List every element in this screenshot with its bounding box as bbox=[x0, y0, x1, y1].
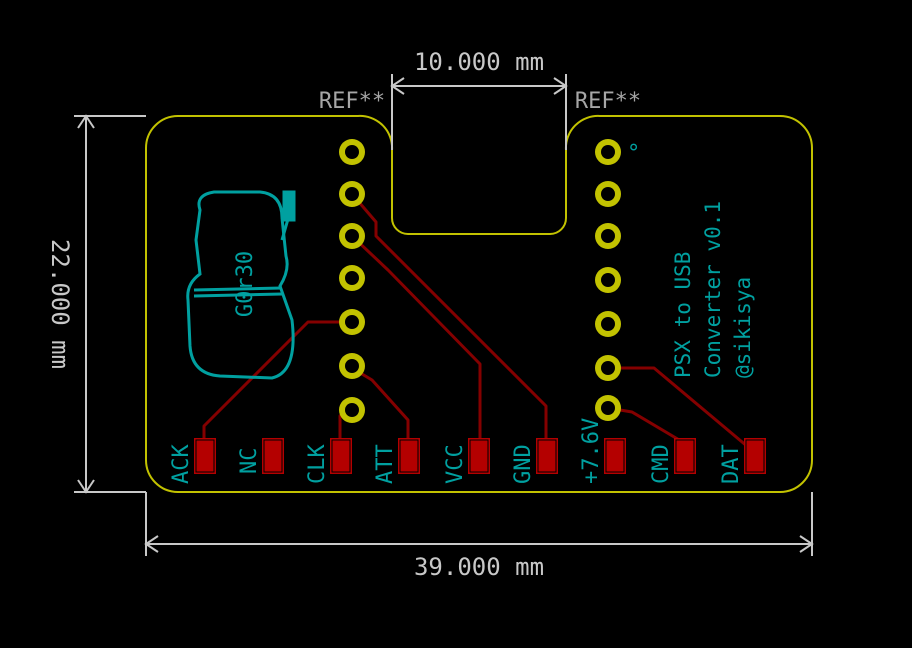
dimension-width-label: 39.000 mm bbox=[414, 553, 544, 581]
ref-designator-left: REF** bbox=[319, 89, 385, 114]
pad-nc bbox=[262, 438, 284, 474]
board-text-line2: Converter v0.1 bbox=[701, 201, 725, 378]
board-description: PSX to USB Converter v0.1 @sikisya bbox=[671, 201, 755, 378]
dimension-height bbox=[74, 114, 146, 494]
dimension-cutout-width bbox=[390, 74, 568, 150]
cable-logo-drawing bbox=[186, 190, 296, 380]
through-hole bbox=[595, 355, 621, 381]
trace-dat bbox=[608, 366, 755, 454]
pad-label-clk: CLK bbox=[305, 444, 330, 484]
through-hole bbox=[339, 223, 365, 249]
pin1-marker: ° bbox=[627, 141, 640, 166]
pad-label-att: ATT bbox=[373, 444, 398, 484]
through-hole bbox=[595, 181, 621, 207]
through-hole bbox=[595, 395, 621, 421]
through-hole bbox=[339, 181, 365, 207]
through-hole bbox=[339, 309, 365, 335]
through-hole bbox=[595, 223, 621, 249]
pad-label-ack: ACK bbox=[169, 444, 194, 484]
pad-7v6 bbox=[604, 438, 626, 474]
pad-dat bbox=[744, 438, 766, 474]
through-hole bbox=[339, 265, 365, 291]
dimension-height-label: 22.000 mm bbox=[46, 239, 74, 369]
smd-pads bbox=[194, 438, 766, 474]
pad-gnd bbox=[536, 438, 558, 474]
dimension-cutout-label: 10.000 mm bbox=[414, 48, 544, 76]
board-text-line1: PSX to USB bbox=[671, 252, 695, 378]
pad-att bbox=[398, 438, 420, 474]
trace-vcc bbox=[350, 234, 482, 452]
ref-designator-right: REF** bbox=[575, 89, 641, 114]
pad-label-gnd: GND bbox=[511, 444, 536, 484]
board-text-line3: @sikisya bbox=[731, 277, 755, 378]
pad-label-7v6: +7.6V bbox=[579, 418, 604, 484]
through-hole bbox=[595, 267, 621, 293]
through-hole bbox=[595, 139, 621, 165]
pad-label-cmd: CMD bbox=[649, 444, 674, 484]
pad-label-nc: NC bbox=[237, 448, 262, 475]
board-edge-outline bbox=[145, 114, 813, 493]
pad-label-vcc: VCC bbox=[443, 444, 468, 484]
pad-cmd bbox=[674, 438, 696, 474]
through-hole bbox=[339, 139, 365, 165]
pad-labels: ACK NC CLK ATT VCC GND +7.6V CMD DAT bbox=[169, 418, 744, 484]
trace-gnd bbox=[350, 193, 548, 452]
pad-clk bbox=[330, 438, 352, 474]
cable-logo-text: G0r30 bbox=[233, 251, 258, 317]
pad-vcc bbox=[468, 438, 490, 474]
dimension-width bbox=[144, 492, 814, 556]
header-right bbox=[595, 139, 621, 421]
pad-ack bbox=[194, 438, 216, 474]
pad-label-dat: DAT bbox=[719, 444, 744, 484]
trace-ack bbox=[202, 320, 352, 452]
through-hole bbox=[339, 353, 365, 379]
through-hole bbox=[595, 311, 621, 337]
header-left bbox=[339, 139, 365, 423]
through-hole bbox=[339, 397, 365, 423]
